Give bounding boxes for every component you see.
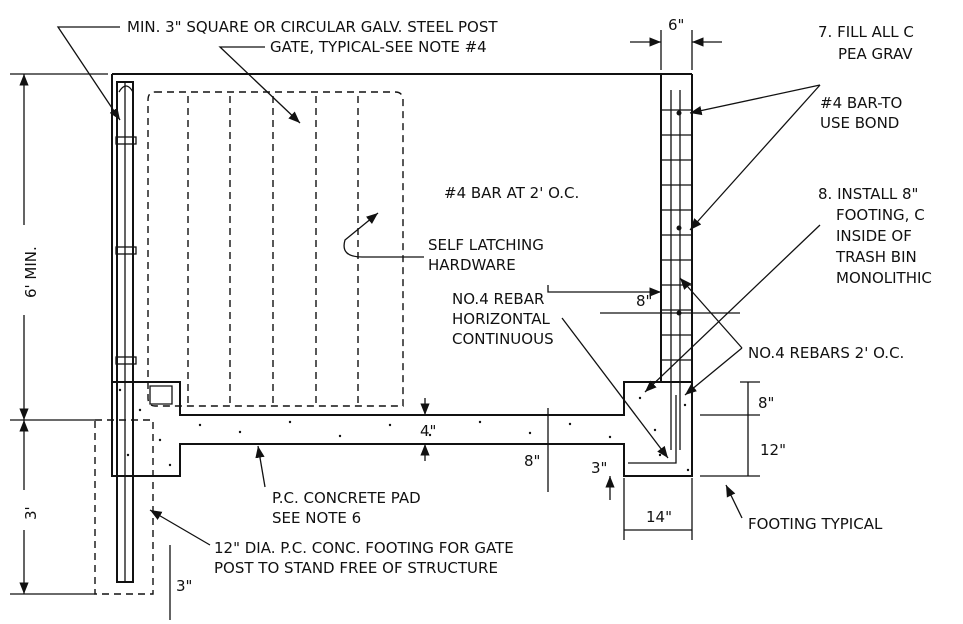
- note-8-line5: MONOLITHIC: [836, 269, 932, 287]
- bar-to-note-line2: USE BOND: [820, 114, 899, 132]
- bar-to-note-line1: #4 BAR-TO: [820, 94, 902, 112]
- dim-pad-8in: 8": [524, 452, 540, 470]
- dim-post-3in: 3": [176, 577, 192, 595]
- rebar-h-callout-line2: HORIZONTAL: [452, 310, 550, 328]
- rebar-h-callout-line3: CONTINUOUS: [452, 330, 554, 348]
- gate-post: [115, 81, 137, 583]
- concrete-stipple: [118, 388, 690, 472]
- note-7-line1: 7. FILL ALL C: [818, 23, 914, 41]
- pad-callout-line2: SEE NOTE 6: [272, 509, 361, 527]
- leader-lines: [56, 26, 821, 546]
- latch-callout-line2: HARDWARE: [428, 256, 516, 274]
- dim-footing-14in: 14": [646, 508, 672, 526]
- dim-pad-4in: 4": [420, 422, 436, 440]
- bar-spacing-callout: #4 BAR AT 2' O.C.: [444, 184, 579, 202]
- enclosure-outline: [111, 73, 693, 382]
- dim-pad-3in: 3": [591, 459, 607, 477]
- note-8-line1: 8. INSTALL 8": [818, 185, 918, 203]
- footing-callout-line1: 12" DIA. P.C. CONC. FOOTING FOR GATE: [214, 539, 514, 557]
- dim-footing-12in: 12": [760, 441, 786, 459]
- gate-callout: GATE, TYPICAL-SEE NOTE #4: [270, 38, 487, 56]
- dim-6ft-min: 6' MIN.: [22, 246, 40, 298]
- latch-callout-line1: SELF LATCHING: [428, 236, 544, 254]
- note-8-line3: INSIDE OF: [836, 227, 912, 245]
- note-8-line2: FOOTING, C: [836, 206, 925, 224]
- gate-panel: [147, 91, 404, 407]
- dim-wall-6in: 6": [668, 16, 684, 34]
- post-footing: [94, 419, 154, 595]
- post-callout: MIN. 3" SQUARE OR CIRCULAR GALV. STEEL P…: [127, 18, 498, 36]
- rebars-oc-callout: NO.4 REBARS 2' O.C.: [748, 344, 904, 362]
- dim-rebar-8in: 8": [636, 292, 652, 310]
- note-7-line2: PEA GRAV: [838, 45, 913, 63]
- dim-footing-8in: 8": [758, 394, 774, 412]
- dim-3ft: 3': [22, 506, 40, 520]
- footing-typical-callout: FOOTING TYPICAL: [748, 515, 883, 533]
- note-8-line4: TRASH BIN: [835, 248, 917, 266]
- concrete-pad: [111, 381, 693, 477]
- dimension-lines: [10, 30, 760, 620]
- pad-callout-line1: P.C. CONCRETE PAD: [272, 489, 421, 507]
- wall-rebar: [661, 90, 692, 450]
- footing-callout-line2: POST TO STAND FREE OF STRUCTURE: [214, 559, 498, 577]
- rebar-h-callout-line1: NO.4 REBAR: [452, 290, 544, 308]
